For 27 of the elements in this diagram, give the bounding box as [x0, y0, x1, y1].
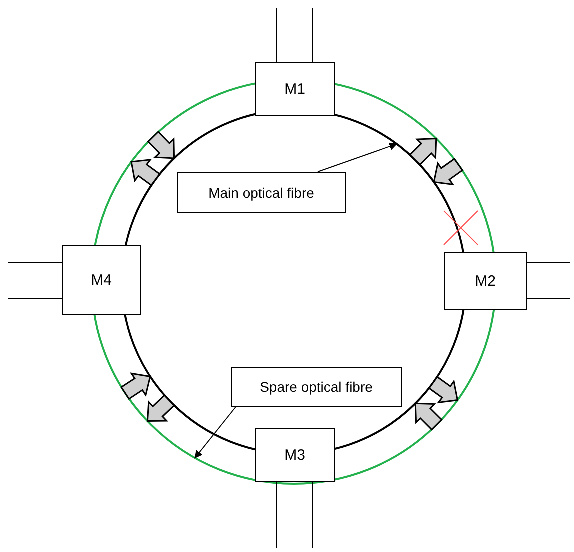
block-arrow: [120, 372, 152, 400]
block-arrow: [130, 158, 161, 187]
block-arrow: [414, 402, 443, 431]
box-label: M2: [475, 272, 496, 290]
cable-line: [8, 298, 62, 300]
cable-line: [312, 8, 314, 62]
cable-line: [526, 262, 570, 264]
module-box: [255, 62, 335, 116]
block-arrow: [147, 130, 176, 160]
cable-line: [276, 482, 278, 548]
box-label: M3: [284, 446, 306, 464]
box-label: M4: [91, 272, 112, 288]
cable-line: [312, 482, 314, 548]
module-box: [444, 252, 527, 310]
cable-line: [526, 298, 570, 300]
leader-line: [318, 142, 398, 172]
leader-line: [194, 406, 236, 459]
box-label: Spare optical fibre: [260, 379, 373, 395]
block-arrow: [409, 138, 438, 166]
cable-line: [276, 8, 278, 62]
block-arrow: [428, 376, 459, 404]
cable-line: [8, 262, 62, 264]
block-arrow: [146, 394, 176, 422]
block-arrow: [433, 158, 464, 186]
box-label: Main optical fibre: [208, 184, 314, 200]
box-label: M1: [284, 80, 306, 98]
module-box: [62, 245, 141, 315]
